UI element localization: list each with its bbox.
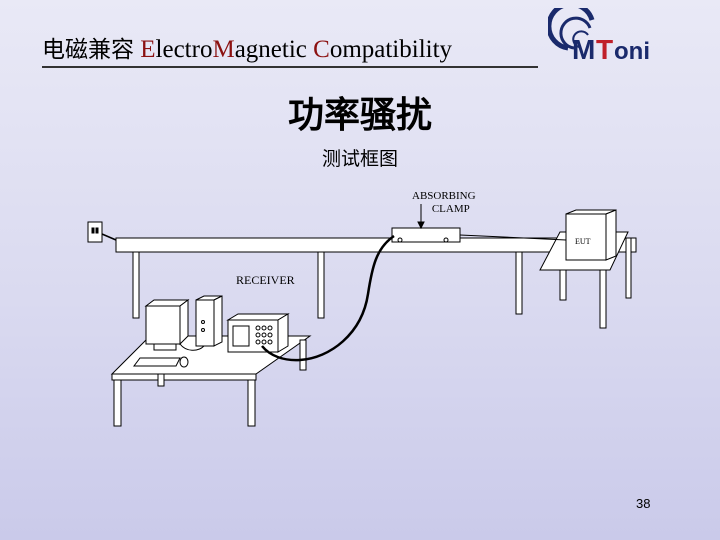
- logo-wordmark-t: T: [596, 34, 613, 65]
- mouse: [179, 356, 189, 368]
- keyboard: [133, 357, 181, 367]
- long-bench: [115, 237, 637, 319]
- header-title-initial-m: M: [212, 36, 235, 63]
- receiver-label: RECEIVER: [236, 273, 295, 287]
- logo-wordmark-oni: oni: [614, 38, 650, 65]
- logo-wordmark-m: M: [572, 34, 595, 65]
- header-title-part-3: ompatibility: [329, 36, 453, 63]
- header-title-part-1: lectro: [155, 36, 213, 63]
- power-cord: [101, 233, 117, 241]
- clamp-label-line2: CLAMP: [431, 203, 470, 215]
- logo-swirl-icon: [548, 8, 595, 51]
- header-title-cjk: 电磁兼容: [42, 37, 134, 63]
- coax-cable: [261, 234, 395, 362]
- receiver-knobs: [255, 325, 273, 345]
- eut-cable: [459, 234, 567, 241]
- clamp-label-line1: ABSORBING: [412, 190, 476, 202]
- header-title: 电磁兼容 ElectroMagnetic Compatibility: [42, 30, 452, 64]
- header-title-initial-e: E: [140, 36, 156, 63]
- page-number: 38: [636, 496, 651, 511]
- pc-cable: [179, 343, 205, 351]
- clamp-label: ABSORBING CLAMP: [412, 190, 476, 216]
- header-rule: [42, 66, 538, 68]
- monitor: [144, 299, 190, 351]
- eut-label: EUT: [575, 237, 591, 246]
- power-socket-icon: [87, 221, 103, 243]
- receiver-instrument: [226, 313, 290, 353]
- pc-tower: [195, 295, 223, 347]
- header-title-part-2: agnetic: [234, 36, 314, 63]
- clamp-pointer-arrow-icon: [417, 221, 425, 230]
- eut-box: [565, 209, 617, 261]
- subtitle: 测试框图: [321, 148, 398, 170]
- main-title: 功率骚扰: [287, 95, 432, 136]
- company-logo: M T oni: [548, 8, 650, 65]
- absorbing-clamp: [391, 227, 461, 243]
- header-title-initial-c: C: [313, 36, 330, 63]
